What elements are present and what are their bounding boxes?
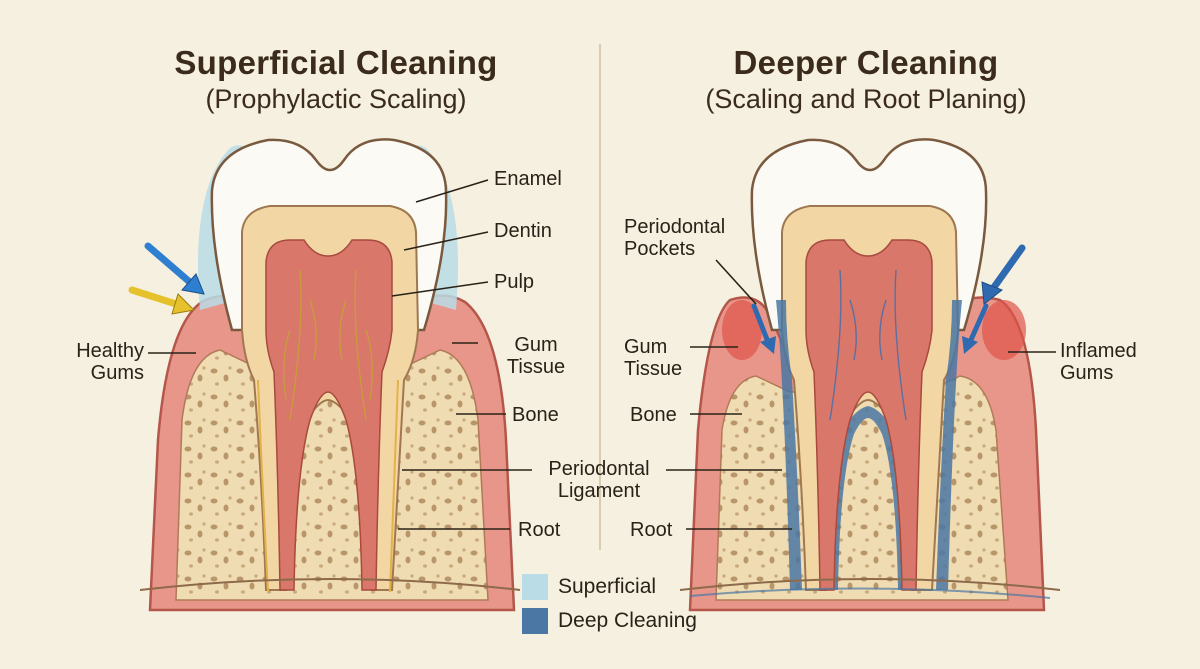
left-heading: Superficial Cleaning (Prophylactic Scali… <box>96 44 576 115</box>
right-arrows <box>751 244 1026 354</box>
label-bone-left: Bone <box>512 404 559 426</box>
left-pulp <box>265 239 393 591</box>
right-pulp <box>805 239 933 591</box>
right-subtitle: (Scaling and Root Planing) <box>705 84 1027 114</box>
right-deep-zone <box>776 300 802 590</box>
left-leader-lines <box>148 179 532 530</box>
left-title: Superficial Cleaning <box>174 44 498 81</box>
label-gum-tissue-right: Gum Tissue <box>624 336 683 380</box>
label-enamel: Enamel <box>494 168 562 190</box>
legend-item-deep-cleaning: Deep Cleaning <box>522 604 697 638</box>
left-subtitle: (Prophylactic Scaling) <box>205 84 467 114</box>
label-bone-right: Bone <box>630 404 677 426</box>
label-gum-tissue-left: Gum Tissue <box>506 334 566 378</box>
label-periodontal-pockets: Periodontal Pockets <box>624 216 726 260</box>
legend-label-deep-cleaning: Deep Cleaning <box>558 609 697 632</box>
right-heading: Deeper Cleaning (Scaling and Root Planin… <box>626 44 1106 115</box>
label-pulp: Pulp <box>494 271 535 293</box>
legend-item-superficial: Superficial <box>522 570 697 604</box>
right-leader-lines <box>666 259 1056 530</box>
label-periodontal-ligament: Periodontal Ligament <box>548 458 650 502</box>
left-tooth-illustration <box>139 138 521 612</box>
legend: Superficial Deep Cleaning <box>522 570 697 638</box>
label-healthy-gums: Healthy Gums <box>76 340 144 384</box>
label-inflamed-gums: Inflamed Gums <box>1060 340 1137 384</box>
label-root-right: Root <box>630 519 673 541</box>
left-arrows <box>128 242 205 315</box>
right-title: Deeper Cleaning <box>733 44 999 81</box>
legend-label-superficial: Superficial <box>558 575 657 598</box>
label-dentin: Dentin <box>494 220 552 242</box>
right-tooth-illustration <box>679 138 1061 612</box>
legend-swatch-superficial <box>522 574 548 600</box>
label-root-left: Root <box>518 519 561 541</box>
legend-swatch-deep-cleaning <box>522 608 548 634</box>
